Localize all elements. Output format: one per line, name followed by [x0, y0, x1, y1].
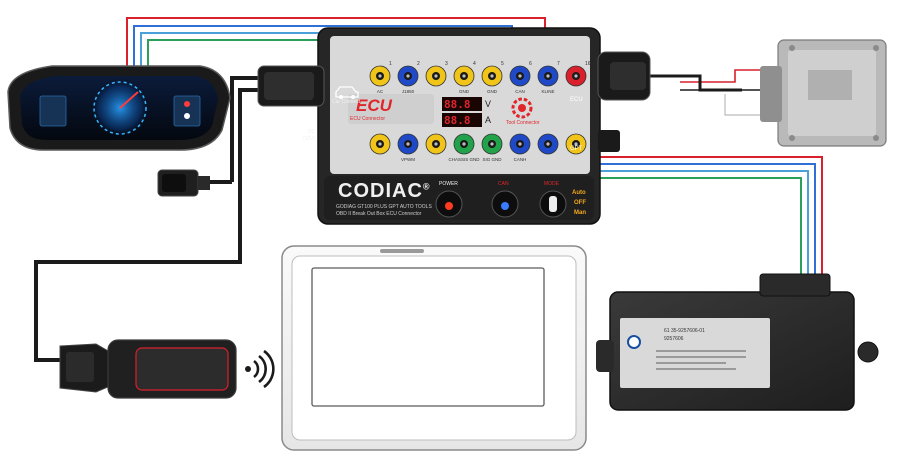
gpt-port-label: GPT — [570, 146, 583, 152]
vci-dongle — [59, 339, 237, 399]
bottom-pin[interactable]: VPWM — [397, 133, 419, 162]
can-button[interactable] — [491, 190, 519, 218]
dc-voltage-label: (12V) — [303, 136, 316, 142]
top-pin-number: 7 — [557, 61, 560, 67]
bcm-connector — [759, 273, 831, 297]
obd-cable-short — [230, 76, 265, 182]
bottom-pin-label: CHASSIS GND — [448, 157, 480, 162]
bottom-pin-label: CANH — [514, 157, 527, 162]
wire-blue-bcm — [515, 163, 816, 278]
bcm-part-code: 9257606 — [664, 336, 684, 342]
power-label: POWER — [439, 181, 458, 187]
instrument-cluster — [7, 65, 231, 151]
description-line: OBD II Break Out Box ECU Connector — [336, 211, 422, 217]
switch-auto-label: Auto — [572, 190, 586, 196]
ecu-port-label: ECU — [570, 97, 583, 103]
ecu-module-connector — [760, 66, 782, 122]
car-connect-label: Car Connect — [332, 99, 361, 105]
current-unit: A — [485, 115, 492, 125]
ecu-connector-label: ECU Connector — [350, 116, 386, 122]
switch-man-label: Man — [574, 210, 586, 216]
top-pin-label: GND — [459, 89, 470, 94]
obd-cable-long — [34, 88, 265, 362]
bottom-pin[interactable] — [369, 133, 391, 155]
tool-connector-label: Tool Connector — [506, 120, 540, 126]
top-pin[interactable]: 3 — [425, 61, 448, 87]
top-pin-number: 16 — [585, 61, 591, 67]
top-pin-label: CAN — [515, 89, 525, 94]
top-pin-number: 5 — [501, 61, 504, 67]
bottom-pin[interactable]: CANH — [509, 133, 531, 162]
top-pin-number: 4 — [473, 61, 476, 67]
bcm-label-sticker — [620, 318, 770, 388]
bottom-pin[interactable]: CHASSIS GND — [448, 133, 480, 162]
ecu-cable — [640, 74, 742, 92]
tablet-screen — [311, 267, 545, 407]
power-button[interactable] — [435, 190, 463, 218]
gpt-port — [598, 130, 620, 152]
bottom-pin[interactable]: SIG GND — [481, 133, 503, 162]
voltage-readout: 88.8 — [444, 98, 471, 111]
voltage-display — [442, 97, 482, 111]
model-line: GODIAG GT100 PLUS GPT AUTO TOOLS — [336, 204, 432, 210]
registered-mark: ® — [422, 181, 431, 192]
wire-red-bcm — [548, 156, 823, 278]
bmw-logo-icon — [627, 335, 641, 349]
top-pin-number: 3 — [445, 61, 448, 67]
current-display — [442, 113, 482, 127]
brand-logo: CODIAC® — [338, 180, 431, 203]
top-pin[interactable]: 1AC — [369, 61, 392, 94]
top-pin-number: 1 — [389, 61, 392, 67]
engine-gear-icon — [511, 97, 533, 119]
ecu-logo: ECU — [356, 96, 392, 115]
bottom-pin-label: SIG GND — [482, 157, 502, 162]
mode-label: MODE — [544, 181, 559, 187]
bottom-pin[interactable] — [537, 133, 559, 155]
voltage-unit: V — [485, 99, 492, 109]
top-pin-label: AC — [377, 89, 384, 94]
car-icon — [335, 86, 359, 99]
mode-switch[interactable] — [539, 190, 567, 218]
wireless-signal-icon — [245, 349, 275, 389]
can-label: CAN — [498, 181, 509, 187]
ecu-module — [760, 39, 887, 147]
top-pin-label: KLINE — [541, 89, 554, 94]
bottom-pin[interactable] — [565, 133, 587, 155]
bcm-part-number: 61 35-9257606-01 — [664, 328, 705, 334]
obd-plug-female — [157, 169, 210, 197]
bottom-pin-label: VPWM — [401, 157, 415, 162]
wire-red-ecu — [680, 69, 778, 83]
top-pin-number: 6 — [529, 61, 532, 67]
bottom-pin[interactable] — [425, 133, 447, 155]
brand-text: CODIAC — [338, 180, 423, 202]
switch-off-label: OFF — [574, 200, 586, 206]
top-pin[interactable]: 16 — [565, 61, 591, 87]
current-readout: 88.8 — [444, 114, 471, 127]
dc-label: DC — [308, 129, 316, 135]
top-pin-number: 2 — [417, 61, 420, 67]
top-pin-label: GND — [487, 89, 498, 94]
top-pin-label: J1850 — [402, 89, 415, 94]
diagnostic-tablet — [281, 245, 587, 451]
bcm-module — [596, 273, 879, 411]
